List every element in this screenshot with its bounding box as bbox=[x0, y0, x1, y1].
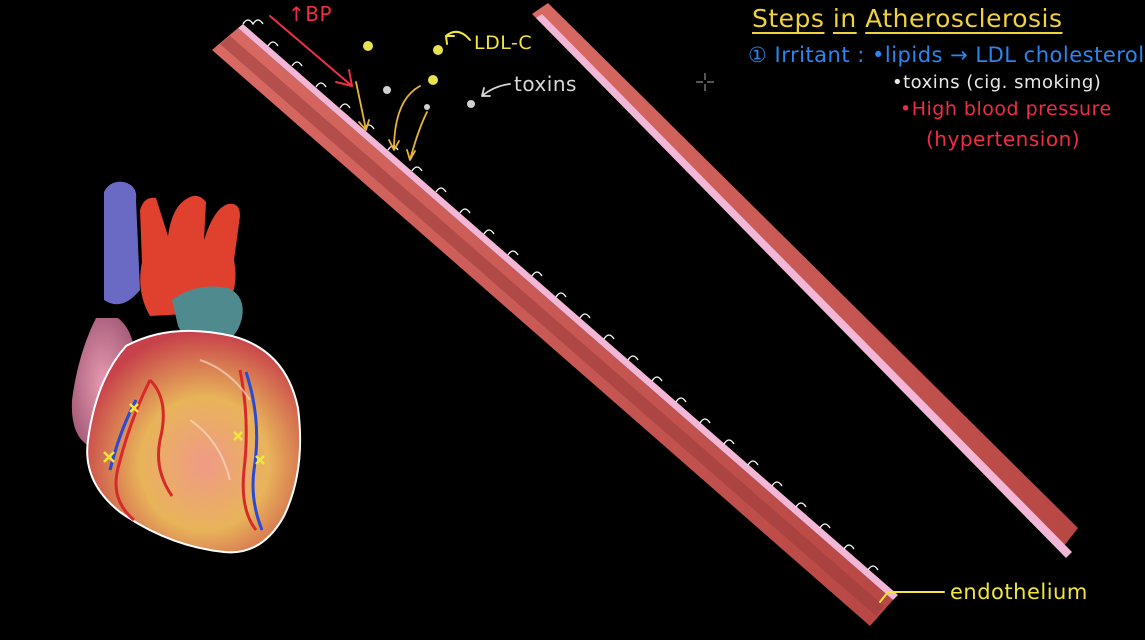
ldl-particle bbox=[363, 41, 373, 51]
aorta bbox=[140, 195, 240, 316]
artery-left-endothelium bbox=[238, 24, 898, 600]
annotation-arrows bbox=[269, 15, 945, 603]
artery-right-outer-wall bbox=[532, 3, 1078, 546]
note-toxins: •toxins (cig. smoking) bbox=[892, 72, 1102, 93]
title-in: in bbox=[832, 4, 857, 33]
label-toxins: toxins bbox=[514, 72, 577, 96]
toxin-particle bbox=[467, 100, 475, 108]
coronary-artery bbox=[114, 369, 258, 531]
ldl-label-arrow bbox=[445, 30, 471, 45]
label-blood-pressure: ↑BP bbox=[288, 2, 333, 26]
title-topic: Atherosclerosis bbox=[865, 4, 1063, 33]
toxin-particle bbox=[424, 104, 430, 110]
vena-cava bbox=[104, 181, 140, 305]
notes-title: Steps in Atherosclerosis bbox=[752, 4, 1063, 33]
toxins-label-arrow bbox=[481, 83, 511, 97]
artery-right bbox=[532, 3, 1078, 558]
toxin-particle bbox=[383, 86, 391, 94]
endothelium-pointer bbox=[879, 591, 945, 603]
ldl-particles bbox=[363, 41, 443, 85]
artery-right-inner-lining bbox=[536, 14, 1072, 558]
artery-left-wall-shade bbox=[220, 36, 884, 616]
note-high-blood-pressure: •High blood pressure bbox=[900, 98, 1112, 120]
ldl-particle bbox=[428, 75, 438, 85]
artery-left bbox=[212, 19, 898, 626]
note-irritant-lipids: ① Irritant : •lipids → LDL cholesterol bbox=[748, 43, 1145, 67]
plaque-marks bbox=[103, 403, 265, 465]
ldl-to-wall-arrow-2 bbox=[388, 85, 421, 151]
heart-highlights bbox=[189, 359, 251, 481]
ventricles bbox=[86, 329, 302, 554]
ldl-to-wall-arrow-1 bbox=[355, 81, 370, 131]
title-steps: Steps bbox=[752, 4, 825, 33]
bp-arrow bbox=[269, 15, 353, 87]
ldl-to-wall-arrow-3 bbox=[406, 111, 428, 161]
endothelium-cells bbox=[242, 19, 879, 571]
label-endothelium: endothelium bbox=[950, 580, 1088, 604]
heart-illustration-icon bbox=[71, 181, 302, 554]
ldl-particle bbox=[433, 45, 443, 55]
label-ldl-c: LDL-C bbox=[474, 32, 533, 54]
toxin-particles bbox=[383, 86, 475, 110]
crosshair-cursor-icon bbox=[696, 73, 714, 91]
note-hypertension: (hypertension) bbox=[926, 127, 1081, 151]
